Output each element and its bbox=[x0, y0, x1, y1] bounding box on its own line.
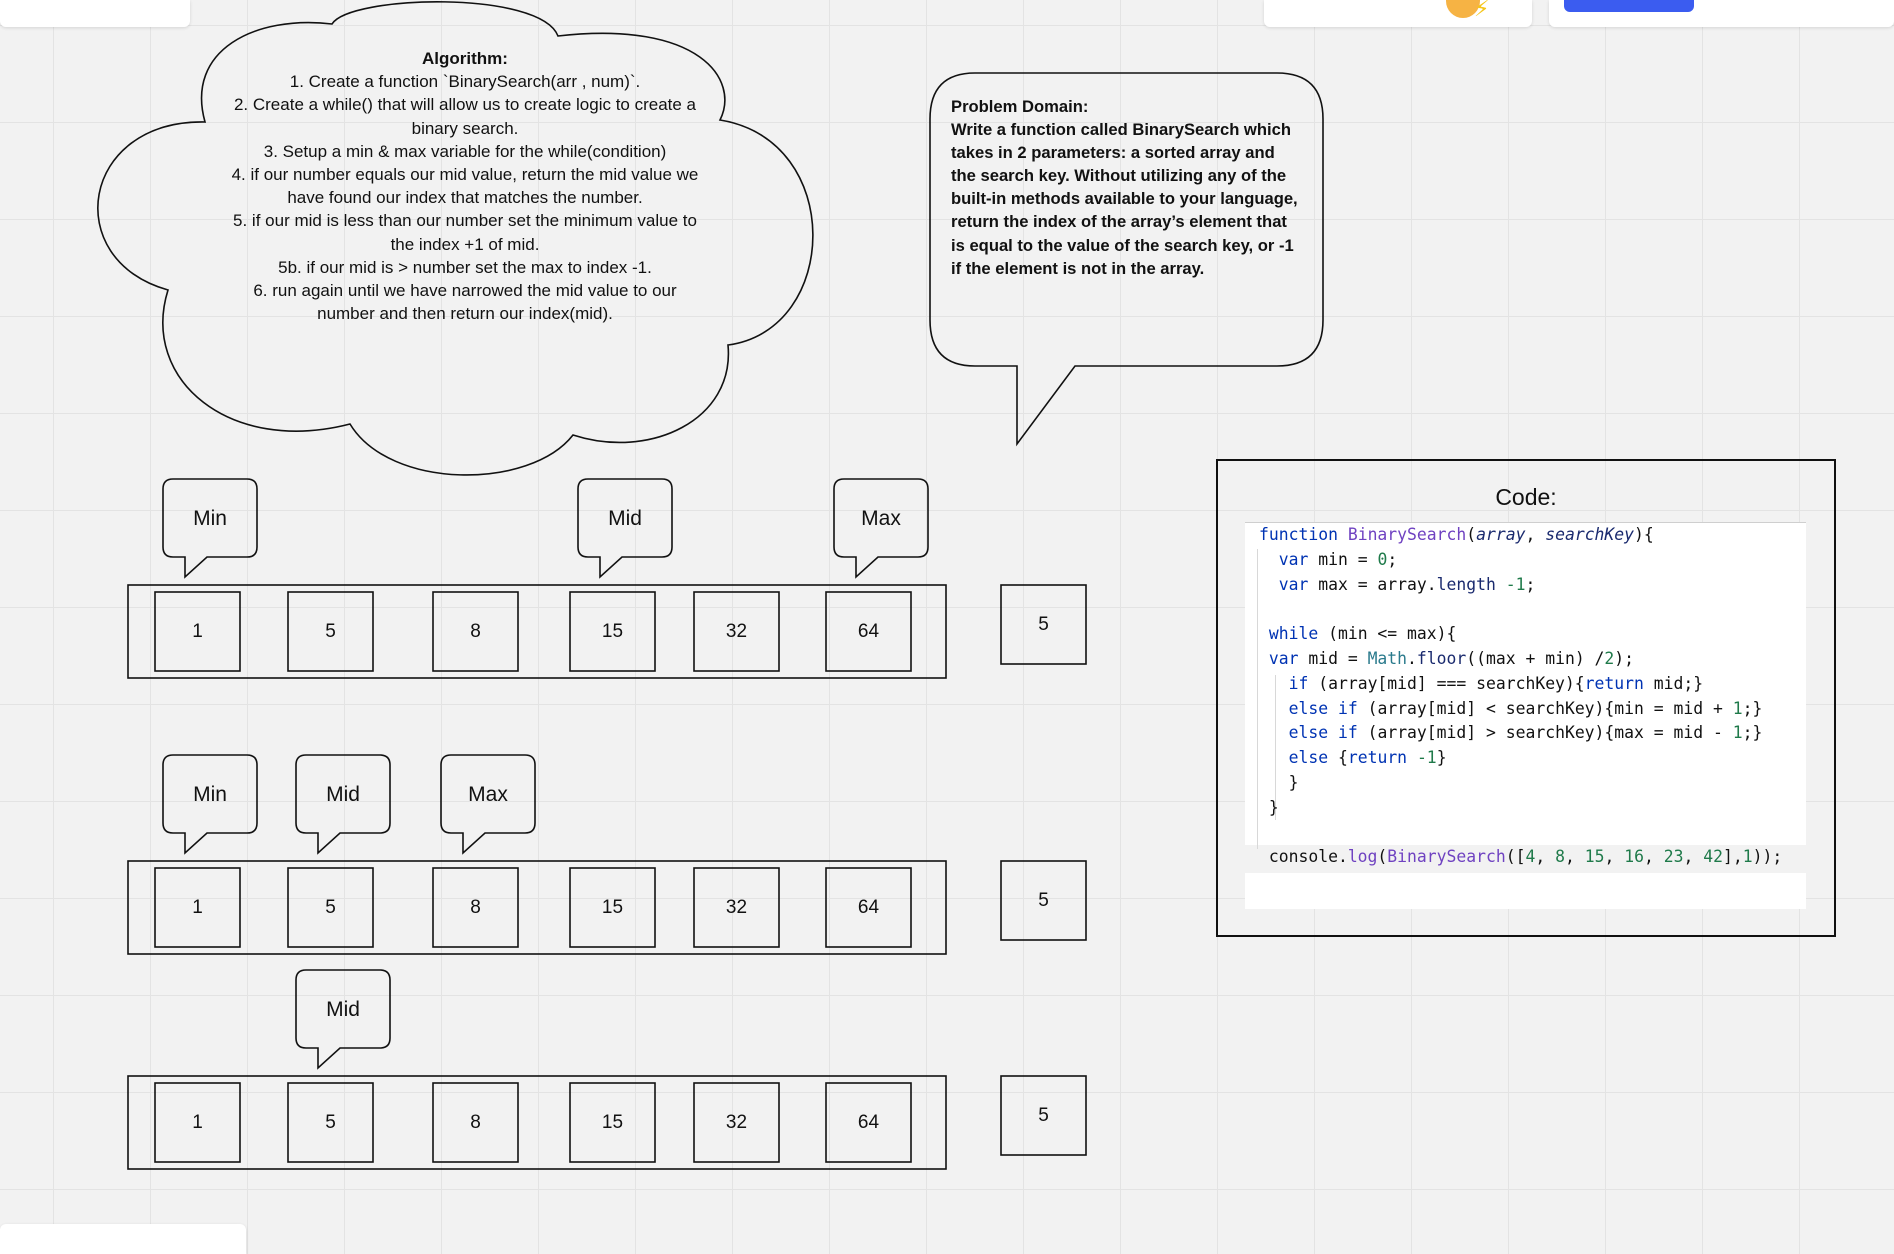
array-cell-box[interactable] bbox=[693, 1082, 780, 1163]
pointer-callout[interactable] bbox=[295, 754, 391, 855]
pointer-label-min: Min bbox=[193, 783, 227, 806]
algorithm-text: Algorithm: 1. Create a function `BinaryS… bbox=[225, 47, 705, 325]
array-cell-box[interactable] bbox=[287, 591, 374, 672]
array-cell-value: 1 bbox=[192, 896, 203, 918]
pointer-label-mid: Mid bbox=[326, 783, 360, 806]
pointer-label-min: Min bbox=[193, 507, 227, 530]
array-cell-value: 1 bbox=[192, 620, 203, 642]
code-title: Code: bbox=[1495, 484, 1557, 510]
pointer-callout[interactable] bbox=[162, 754, 258, 855]
array-cell-box[interactable] bbox=[287, 1082, 374, 1163]
top-left-toolbar[interactable] bbox=[0, 0, 190, 27]
array-cell-box[interactable] bbox=[154, 1082, 241, 1163]
problem-speech-bubble[interactable] bbox=[929, 72, 1324, 447]
pointer-label-max: Max bbox=[861, 507, 901, 530]
array-cell-value: 8 bbox=[470, 620, 481, 642]
array-cell-value: 5 bbox=[325, 1111, 336, 1133]
search-key-value: 5 bbox=[1038, 1104, 1049, 1126]
array-cell-box[interactable] bbox=[432, 867, 519, 948]
array-cell-value: 32 bbox=[725, 620, 748, 642]
algorithm-steps: 1. Create a function `BinarySearch(arr ,… bbox=[225, 70, 705, 325]
array-container[interactable] bbox=[127, 1075, 947, 1170]
search-key-box[interactable] bbox=[1000, 584, 1087, 665]
pointer-callout[interactable] bbox=[162, 478, 258, 579]
algorithm-step: 3. Setup a min & max variable for the wh… bbox=[263, 141, 667, 161]
array-cell-value: 8 bbox=[470, 896, 481, 918]
array-cell-value: 1 bbox=[192, 1111, 203, 1133]
algorithm-cloud[interactable] bbox=[97, 1, 814, 476]
array-cell-box[interactable] bbox=[569, 867, 656, 948]
indent-guide-inner bbox=[1275, 675, 1276, 820]
array-cell-box[interactable] bbox=[154, 591, 241, 672]
algorithm-step: 5b. if our mid is > number set the max t… bbox=[278, 257, 652, 277]
array-cell-box[interactable] bbox=[154, 867, 241, 948]
algorithm-step: 5. if our mid is less than our number se… bbox=[233, 211, 697, 254]
code-block[interactable]: function BinarySearch(array, searchKey){… bbox=[1245, 522, 1806, 909]
search-key-box[interactable] bbox=[1000, 860, 1087, 941]
pointer-callout[interactable] bbox=[440, 754, 536, 855]
search-key-value: 5 bbox=[1038, 889, 1049, 911]
array-cell-value: 5 bbox=[325, 896, 336, 918]
array-cell-box[interactable] bbox=[569, 1082, 656, 1163]
array-cell-box[interactable] bbox=[825, 591, 912, 672]
algorithm-title: Algorithm: bbox=[422, 49, 508, 68]
algorithm-step: 2. Create a while() that will allow us t… bbox=[233, 95, 697, 138]
top-center-toolbar[interactable]: ⚡ bbox=[1264, 0, 1532, 27]
reaction-emoji-icon[interactable] bbox=[1446, 0, 1480, 18]
array-cell-box[interactable] bbox=[569, 591, 656, 672]
console-line-band bbox=[1245, 845, 1806, 873]
lightning-icon: ⚡ bbox=[1474, 0, 1490, 21]
pointer-callout[interactable] bbox=[833, 478, 929, 579]
pointer-callout[interactable] bbox=[295, 969, 391, 1070]
array-cell-box[interactable] bbox=[825, 1082, 912, 1163]
code-text: function BinarySearch(array, searchKey){… bbox=[1259, 525, 1783, 867]
algorithm-step: 6. run again until we have narrowed the … bbox=[253, 281, 677, 324]
code-frame[interactable] bbox=[1216, 459, 1836, 937]
array-cell-box[interactable] bbox=[432, 591, 519, 672]
array-cell-box[interactable] bbox=[825, 867, 912, 948]
search-key-value: 5 bbox=[1038, 613, 1049, 635]
array-cell-box[interactable] bbox=[693, 867, 780, 948]
array-cell-value: 64 bbox=[857, 1111, 880, 1133]
pointer-label-mid: Mid bbox=[326, 998, 360, 1021]
array-cell-box[interactable] bbox=[693, 591, 780, 672]
array-cell-box[interactable] bbox=[287, 867, 374, 948]
problem-text: Problem Domain: Write a function called … bbox=[951, 95, 1301, 280]
problem-description: Write a function called BinarySearch whi… bbox=[951, 120, 1298, 278]
array-container[interactable] bbox=[127, 860, 947, 955]
array-cell-value: 15 bbox=[601, 896, 624, 918]
array-cell-value: 15 bbox=[601, 1111, 624, 1133]
array-cell-value: 15 bbox=[601, 620, 624, 642]
array-cell-value: 32 bbox=[725, 1111, 748, 1133]
problem-title: Problem Domain: bbox=[951, 97, 1089, 116]
indent-guide bbox=[1257, 549, 1258, 849]
search-key-box[interactable] bbox=[1000, 1075, 1087, 1156]
share-button[interactable] bbox=[1564, 0, 1694, 12]
array-cell-value: 8 bbox=[470, 1111, 481, 1133]
algorithm-step: 1. Create a function `BinarySearch(arr ,… bbox=[289, 72, 641, 92]
array-cell-box[interactable] bbox=[432, 1082, 519, 1163]
array-cell-value: 64 bbox=[857, 896, 880, 918]
pointer-label-max: Max bbox=[468, 783, 508, 806]
array-cell-value: 5 bbox=[325, 620, 336, 642]
array-cell-value: 64 bbox=[857, 620, 880, 642]
array-cell-value: 32 bbox=[725, 896, 748, 918]
array-container[interactable] bbox=[127, 584, 947, 679]
algorithm-step: 4. if our number equals our mid value, r… bbox=[231, 165, 699, 208]
pointer-label-mid: Mid bbox=[608, 507, 642, 530]
pointer-callout[interactable] bbox=[577, 478, 673, 579]
